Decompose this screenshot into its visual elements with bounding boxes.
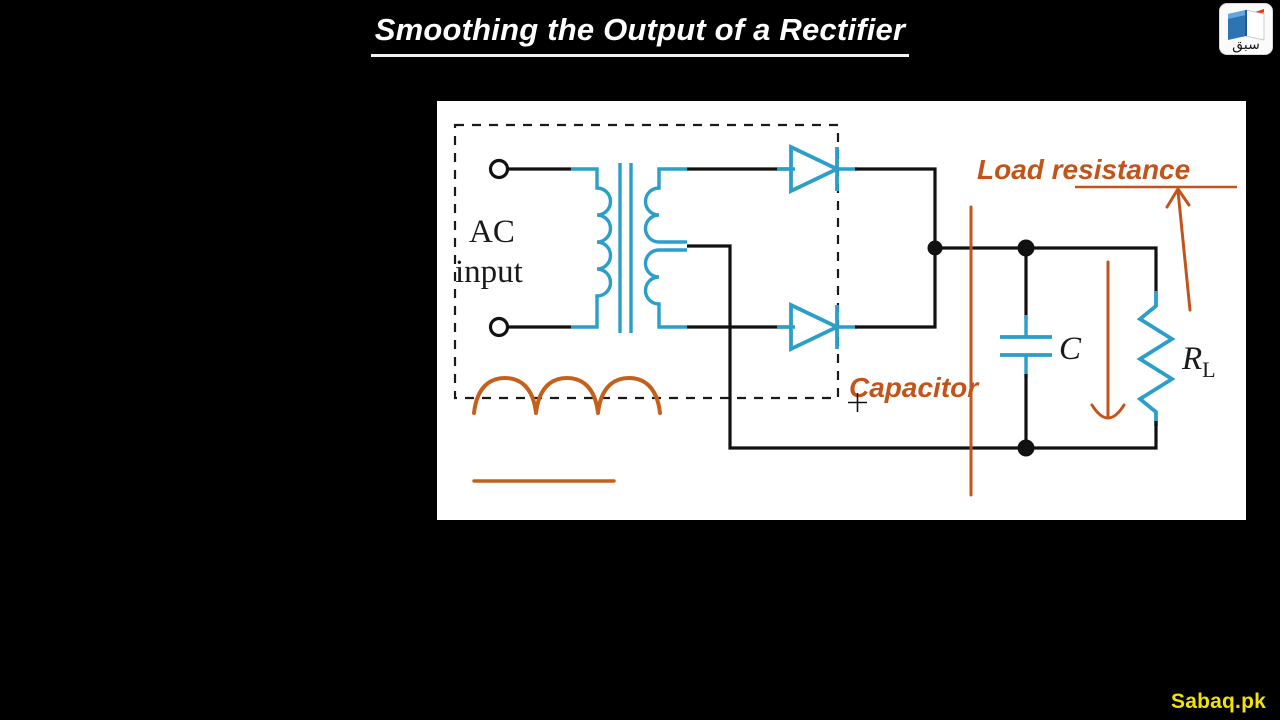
transformer <box>571 163 687 333</box>
load-resistor-symbol-label: RL <box>1181 341 1216 382</box>
ac-input-label-line1: AC <box>469 214 515 250</box>
sabaq-watermark: Sabaq.pk <box>1171 690 1266 713</box>
junction-dot-rectifier-output <box>927 240 943 256</box>
smoothed-output-waveform <box>472 376 662 415</box>
circuit-diagram-svg: .wire { stroke:#111111; stroke-width:3.2… <box>437 101 1246 520</box>
panel-background <box>437 101 1246 520</box>
page-title: Smoothing the Output of a Rectifier <box>370 12 910 57</box>
wire-center-tap-return <box>687 244 1026 450</box>
capacitor-annotation-text: Capacitor <box>849 372 980 403</box>
load-resistance-annotation-text: Load resistance <box>977 154 1190 185</box>
circuit-diagram-panel: .wire { stroke:#111111; stroke-width:3.2… <box>437 101 1246 520</box>
diode-bottom <box>777 301 857 353</box>
current-direction-arrow <box>1090 260 1126 420</box>
title-container: Smoothing the Output of a Rectifier <box>0 12 1280 57</box>
rectifier-dashed-boundary <box>453 123 840 400</box>
sabaq-book-logo[interactable]: سبق <box>1220 4 1272 54</box>
load-resistance-annotation: Load resistance <box>977 154 1237 189</box>
smoothing-capacitor <box>1000 248 1052 448</box>
ac-source-terminal-top <box>488 158 571 180</box>
book-logo-icon: سبق <box>1220 4 1272 54</box>
ac-source-terminal-bottom <box>488 316 571 338</box>
ac-input-label-line2: input <box>455 254 523 290</box>
diode-top <box>777 143 857 195</box>
logo-urdu-text: سبق <box>1232 37 1260 53</box>
load-resistor <box>1026 246 1176 450</box>
capacitor-symbol-label: C <box>1059 331 1082 367</box>
load-resistance-arrow <box>1165 186 1192 312</box>
